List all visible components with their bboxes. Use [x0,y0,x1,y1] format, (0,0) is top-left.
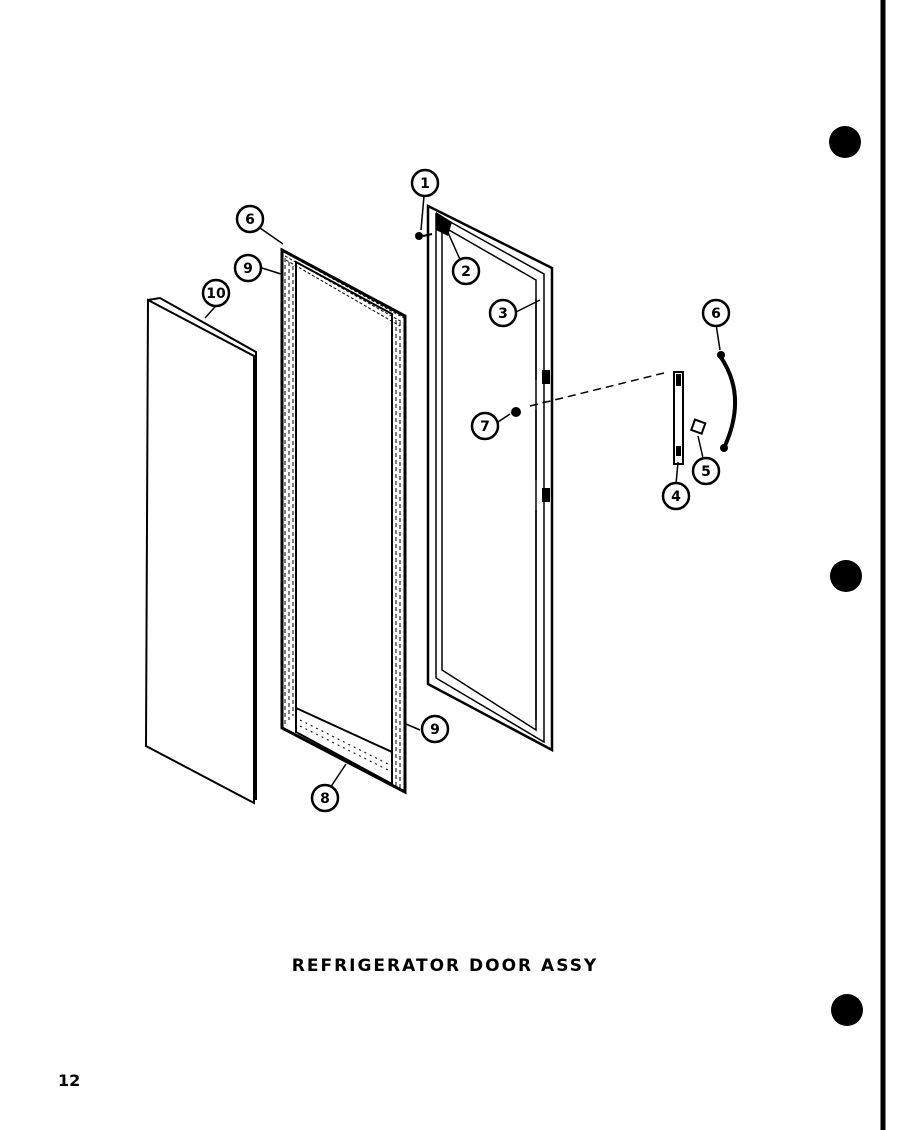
screw-7 [511,407,521,417]
gasket-frame [280,247,407,795]
hinge-bracket [673,371,684,465]
svg-text:6: 6 [245,212,255,228]
callout-10: 10 [201,278,231,308]
door-outer-panel [144,296,257,805]
assembly-line [529,371,669,407]
callout-8: 8 [310,783,340,813]
leader-lines [204,195,721,789]
binder-hole-bottom [831,994,863,1026]
svg-text:9: 9 [430,722,440,738]
svg-text:9: 9 [243,261,253,277]
callout-5: 5 [691,456,721,486]
callout-6-gasket: 6 [235,204,265,234]
screw-1 [415,232,433,240]
binder-hole-top [829,126,861,158]
callout-9-top: 9 [233,253,263,283]
svg-text:7: 7 [480,419,490,435]
svg-text:3: 3 [498,306,508,322]
svg-text:2: 2 [461,264,471,280]
callout-2: 2 [451,256,481,286]
callout-3: 3 [488,298,518,328]
page-number: 12 [58,1071,80,1090]
callout-4: 4 [661,481,691,511]
breaker-strip [295,706,393,786]
mounting-plate [689,418,707,435]
svg-text:10: 10 [206,286,226,302]
door-liner [426,203,554,753]
svg-text:6: 6 [711,306,721,322]
svg-text:8: 8 [320,791,330,807]
binder-hole-middle [830,560,862,592]
diagram-title: REFRIGERATOR DOOR ASSY [292,956,599,976]
svg-text:4: 4 [671,489,681,505]
callout-7: 7 [470,411,500,441]
svg-text:5: 5 [701,464,711,480]
svg-text:1: 1 [420,176,430,192]
callout-1: 1 [410,168,440,198]
callout-6-handle: 6 [701,298,731,328]
door-handle [717,351,738,452]
callout-9-bottom: 9 [420,714,450,744]
